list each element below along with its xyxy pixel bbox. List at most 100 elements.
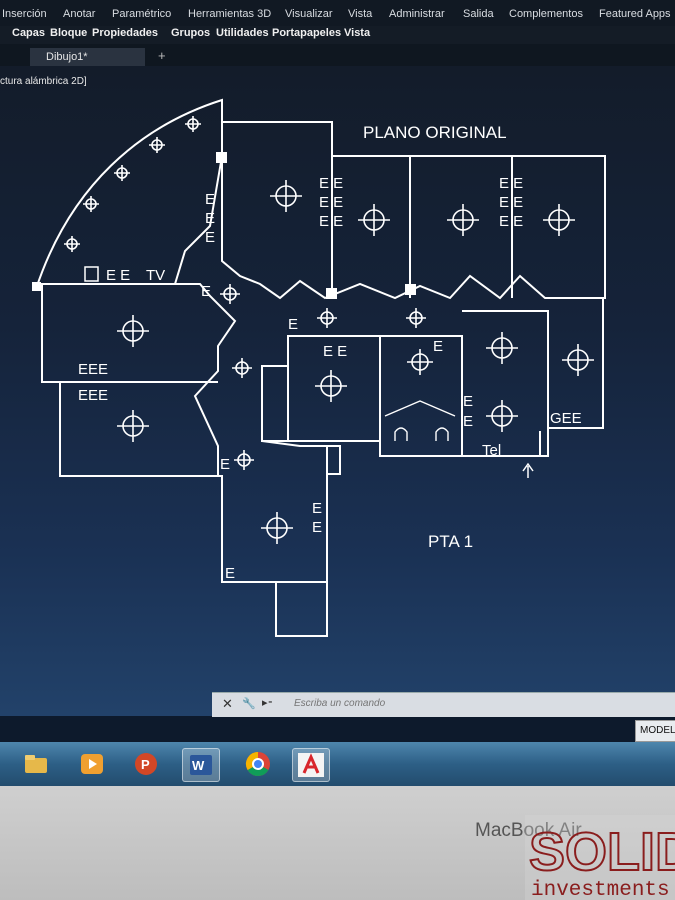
chrome-icon	[245, 752, 270, 777]
outlet-label: E	[225, 565, 235, 582]
viewport-style-label[interactable]: ctura alámbrica 2D]	[0, 76, 87, 87]
taskbar-word-button[interactable]: W	[182, 748, 220, 782]
wall-lower-annex	[275, 582, 328, 637]
light-fixture	[261, 512, 293, 544]
light-fixture	[234, 450, 254, 470]
plan-walls	[35, 98, 606, 637]
light-fixture	[83, 196, 99, 212]
outlet-label: E	[288, 316, 298, 333]
column-markers	[32, 152, 416, 299]
light-fixture	[406, 308, 426, 328]
wall-diagonal-room	[35, 98, 223, 290]
outlet-label: E E	[319, 194, 343, 211]
outlet-label: E	[463, 393, 473, 410]
taskbar-powerpoint-button[interactable]: P	[130, 748, 166, 780]
column-4	[326, 288, 337, 299]
north-arrow	[522, 462, 534, 478]
command-prompt-icon[interactable]: ▸⁃	[262, 697, 274, 709]
outlet-label: E	[205, 210, 215, 227]
light-fixture	[117, 315, 149, 347]
wrench-icon[interactable]: 🔧	[242, 698, 256, 710]
outlet-label: EEE	[78, 387, 108, 404]
media-player-icon	[81, 754, 103, 774]
outlet-label: E	[312, 519, 322, 536]
panel-vista[interactable]: Vista	[344, 27, 371, 39]
model-tab-label: MODELO	[640, 725, 675, 736]
taskbar-chrome-button[interactable]	[240, 748, 276, 780]
ribbon-tab-anotar[interactable]: Anotar	[63, 8, 96, 20]
panel-propiedades[interactable]: Propiedades	[92, 27, 159, 39]
ribbon-tab-featured-apps[interactable]: Featured Apps	[599, 8, 671, 20]
light-fixture	[486, 400, 518, 432]
ribbon-tab-parametrico[interactable]: Paramétrico	[112, 8, 172, 20]
light-fixture	[185, 116, 201, 132]
ribbon-tab-vista[interactable]: Vista	[348, 8, 373, 20]
panel-utilidades[interactable]: Utilidades	[216, 27, 269, 39]
ribbon-tab-visualizar[interactable]: Visualizar	[285, 8, 333, 20]
light-fixture	[486, 332, 518, 364]
panel-portapapeles[interactable]: Portapapeles	[272, 27, 342, 39]
light-fixture	[358, 204, 390, 236]
light-fixture	[220, 284, 240, 304]
outlet-label: E	[205, 229, 215, 246]
toilet-symbol-2	[435, 427, 449, 441]
floor-plan-drawing[interactable]: PLANO ORIGINAL PTA 1 E E TV E E E E E E …	[0, 66, 675, 692]
outlet-label: EEE	[78, 361, 108, 378]
command-line-bar: ✕ 🔧 ▸⁃	[212, 692, 675, 717]
light-fixture	[315, 370, 347, 402]
outlet-label: E E	[323, 343, 347, 360]
outlet-label: E	[205, 191, 215, 208]
wall-top-block	[221, 121, 606, 300]
ribbon-tab-salida[interactable]: Salida	[463, 8, 494, 20]
light-fixture	[232, 358, 252, 378]
word-icon: W	[190, 755, 212, 775]
watermark-line-2: investments	[531, 879, 670, 900]
panel-grupos[interactable]: Grupos	[171, 27, 211, 39]
wall-lower-room	[217, 440, 328, 583]
model-layout-tab[interactable]: MODELO	[635, 720, 675, 742]
outlet-label: E E	[319, 175, 343, 192]
document-tab-bar: Dibujo1* +	[0, 44, 675, 66]
outlet-label: E E	[499, 213, 523, 230]
close-icon[interactable]: ✕	[222, 696, 233, 711]
bath-partition	[384, 400, 456, 417]
plan-annotations: PLANO ORIGINAL PTA 1 E E TV E E E E E E …	[78, 123, 582, 582]
svg-text:P: P	[141, 757, 150, 772]
ribbon-tab-bar: Inserción Anotar Paramétrico Herramienta…	[0, 0, 675, 26]
outlet-label: E	[463, 413, 473, 430]
wall-left-block	[41, 283, 237, 477]
solid-investments-watermark: SOLID investments	[525, 815, 675, 900]
light-fixture	[149, 137, 165, 153]
device-label: MacBook Air	[475, 820, 582, 841]
column-1	[32, 282, 41, 291]
outlet-label: E	[220, 456, 230, 473]
tel-label: Tel	[482, 442, 501, 459]
document-tab[interactable]: Dibujo1*	[30, 48, 145, 66]
outlet-label: E	[201, 283, 211, 300]
light-fixture	[117, 410, 149, 442]
new-tab-button[interactable]: +	[158, 48, 166, 63]
ribbon-tab-insercion[interactable]: Inserción	[2, 8, 47, 20]
drawing-viewport[interactable]	[0, 66, 675, 716]
windows-taskbar: P W	[0, 742, 675, 786]
tv-label: TV	[146, 267, 165, 284]
panel-bloque[interactable]: Bloque	[50, 27, 88, 39]
folder-icon	[25, 755, 47, 773]
wall-lower-notch	[327, 445, 341, 475]
panel-capas[interactable]: Capas	[12, 27, 46, 39]
column-2	[216, 152, 227, 163]
appliance-symbol	[84, 266, 99, 282]
taskbar-file-explorer-button[interactable]	[18, 748, 54, 780]
svg-text:W: W	[192, 758, 205, 773]
light-fixture	[562, 344, 594, 376]
taskbar-autocad-button[interactable]	[292, 748, 330, 782]
taskbar-media-player-button[interactable]	[74, 748, 110, 780]
outlet-label: E	[312, 500, 322, 517]
light-fixture	[64, 236, 80, 252]
ribbon-tab-herramientas-3d[interactable]: Herramientas 3D	[188, 8, 272, 20]
ribbon-tab-administrar[interactable]: Administrar	[389, 8, 445, 20]
outlet-label: E E	[106, 267, 130, 284]
ribbon-tab-complementos[interactable]: Complementos	[509, 8, 583, 20]
command-input[interactable]	[292, 697, 596, 710]
light-fixture	[407, 349, 433, 375]
